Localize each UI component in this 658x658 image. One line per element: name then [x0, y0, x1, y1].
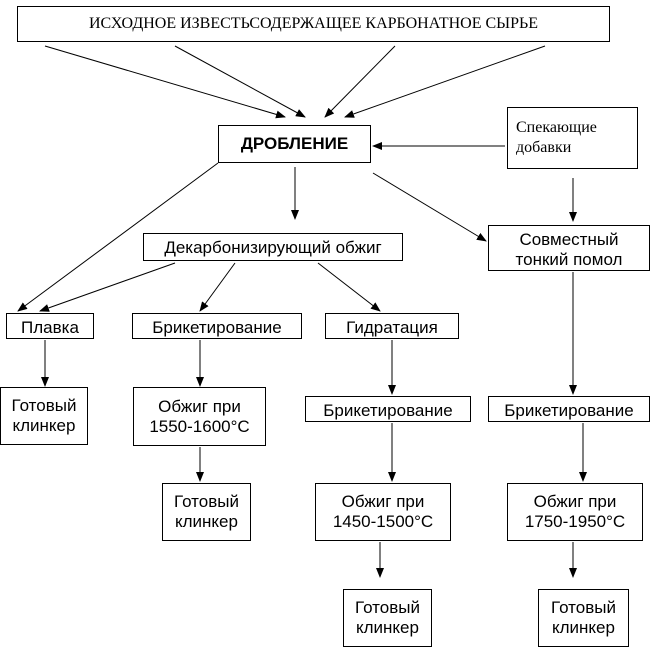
crushing-box: ДРОБЛЕНИЕ	[218, 125, 371, 163]
ready-clinker-3-line-1: Готовый	[355, 598, 420, 617]
ready-clinker-2-line-2: клинкер	[175, 512, 238, 531]
arrow-raw-to-crushing-1	[44, 45, 286, 119]
firing-1750-box: Обжиг при 1750-1950°С	[507, 483, 643, 541]
sintering-additives-line-2: добавки	[516, 139, 572, 156]
firing-1550-line-1: Обжиг при	[158, 396, 241, 416]
firing-1550-line-2: 1550-1600°С	[149, 416, 250, 436]
briquetting-label-1: Брикетирование	[152, 318, 282, 337]
firing-1750-line-1: Обжиг при	[533, 492, 617, 511]
raw-material-label: ИСХОДНОЕ ИЗВЕСТЬСОДЕРЖАЩЕЕ КАРБОНАТНОЕ С…	[89, 15, 538, 32]
hydration-label: Гидратация	[346, 318, 438, 337]
briquetting-box-1: Брикетирование	[132, 313, 302, 339]
arrow-crushing-to-melting	[17, 162, 219, 312]
decarbonizing-firing-label: Декарбонизирующий обжиг	[164, 238, 382, 257]
briquetting-label-2: Брикетирование	[323, 401, 453, 420]
joint-grinding-box: Совместный тонкий помол	[488, 225, 650, 271]
firing-1750-line-2: 1750-1950°С	[524, 512, 626, 531]
ready-clinker-box-1: Готовый клинкер	[0, 387, 88, 445]
arrow-raw-to-crushing-2	[174, 45, 306, 118]
ready-clinker-4-line-2: клинкер	[552, 618, 615, 637]
crushing-label: ДРОБЛЕНИЕ	[240, 134, 349, 153]
raw-material-box: ИСХОДНОЕ ИЗВЕСТЬСОДЕРЖАЩЕЕ КАРБОНАТНОЕ С…	[17, 6, 610, 42]
ready-clinker-1-line-2: клинкер	[12, 416, 76, 435]
ready-clinker-box-4: Готовый клинкер	[538, 589, 629, 647]
sintering-additives-box: Спекающие добавки	[507, 107, 638, 169]
arrow-raw-to-crushing-4	[344, 45, 546, 118]
ready-clinker-4-line-1: Готовый	[551, 598, 616, 617]
ready-clinker-box-3: Готовый клинкер	[343, 589, 432, 647]
firing-1450-box: Обжиг при 1450-1500°С	[315, 483, 451, 541]
arrow-crushing-to-grinding	[372, 172, 487, 242]
sintering-additives-line-1: Спекающие	[516, 119, 597, 136]
firing-1450-line-2: 1450-1500°С	[332, 512, 434, 531]
arrow-decarb-to-melting	[39, 262, 176, 312]
briquetting-label-3: Брикетирование	[504, 401, 634, 420]
decarbonizing-firing-box: Декарбонизирующий обжиг	[143, 233, 403, 261]
arrow-decarb-to-hydration	[317, 262, 381, 312]
arrow-raw-to-crushing-3	[324, 45, 396, 118]
ready-clinker-box-2: Готовый клинкер	[162, 483, 251, 541]
arrow-decarb-to-briquetting-1	[199, 262, 236, 312]
hydration-box: Гидратация	[325, 313, 459, 339]
briquetting-box-2: Брикетирование	[305, 396, 471, 422]
firing-1550-box: Обжиг при 1550-1600°С	[133, 387, 266, 446]
ready-clinker-3-line-2: клинкер	[356, 618, 419, 637]
melting-label: Плавка	[21, 318, 79, 337]
ready-clinker-2-line-1: Готовый	[174, 492, 239, 511]
joint-grinding-line-1: Совместный	[519, 230, 619, 249]
joint-grinding-line-2: тонкий помол	[515, 250, 623, 269]
firing-1450-line-1: Обжиг при	[341, 492, 425, 511]
briquetting-box-3: Брикетирование	[488, 396, 650, 422]
ready-clinker-1-line-1: Готовый	[11, 396, 77, 415]
melting-box: Плавка	[6, 313, 94, 339]
